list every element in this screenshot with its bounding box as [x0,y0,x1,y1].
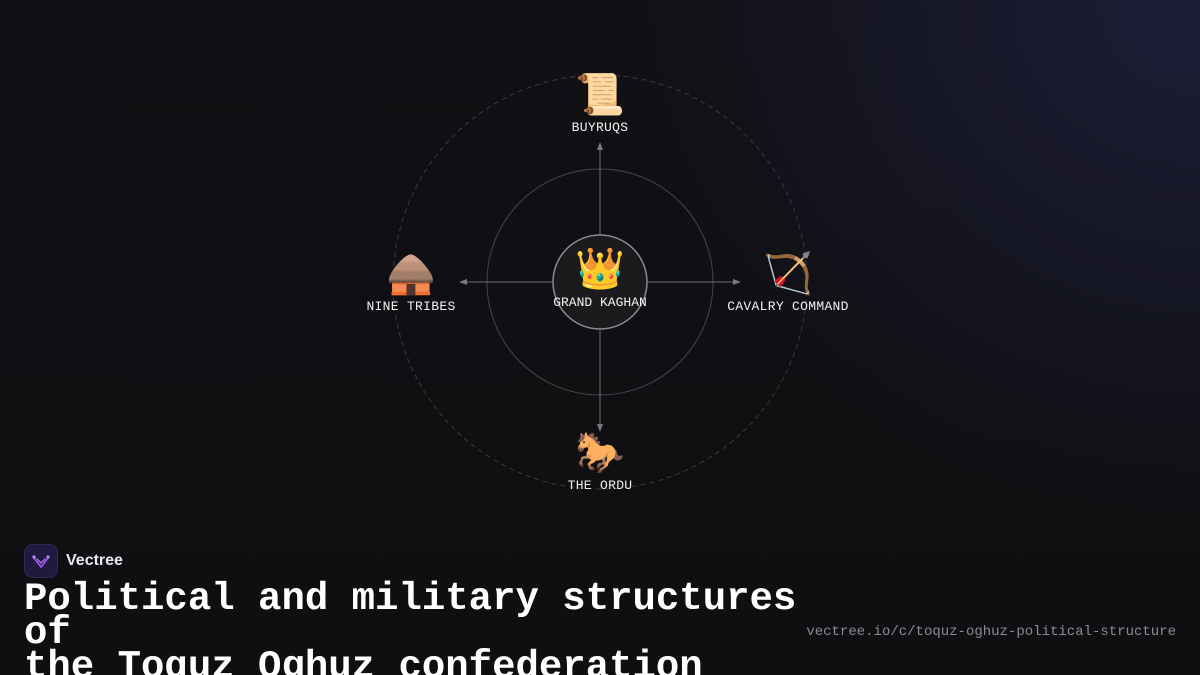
outer-orbit-ring [392,74,808,490]
title-line-2: the Toquz Oghuz confederation [24,645,703,675]
node-bottom-label: THE ORDU [567,478,633,493]
bow-and-arrow-icon: 🏹 [763,251,813,297]
node-bottom[interactable]: 🐎 THE ORDU [568,430,633,493]
center-node-circle [552,234,648,330]
hut-icon: 🛖 [386,251,436,297]
node-left[interactable]: 🛖 NINE TRIBES [366,251,455,314]
node-top[interactable]: 📜 BUYRUQS [572,72,629,135]
page-title: Political and military structures of the… [24,580,824,675]
title-line-1: Political and military structures of [24,577,797,655]
node-right-label: CAVALRY COMMAND [727,299,849,314]
center-node[interactable]: 👑 GRAND KAGHAN [552,235,648,331]
brand[interactable]: Vectree [24,544,123,578]
vectree-logo-icon [24,544,58,578]
crown-icon: 👑 [575,245,625,292]
source-url[interactable]: vectree.io/c/toquz-oghuz-political-struc… [806,624,1176,640]
node-top-label: BUYRUQS [571,120,629,135]
scroll-icon: 📜 [575,72,625,118]
node-left-label: NINE TRIBES [366,299,456,314]
brand-name: Vectree [66,552,123,569]
center-node-label: GRAND KAGHAN [553,294,647,310]
horse-icon: 🐎 [575,430,625,476]
node-right[interactable]: 🏹 CAVALRY COMMAND [727,251,849,314]
